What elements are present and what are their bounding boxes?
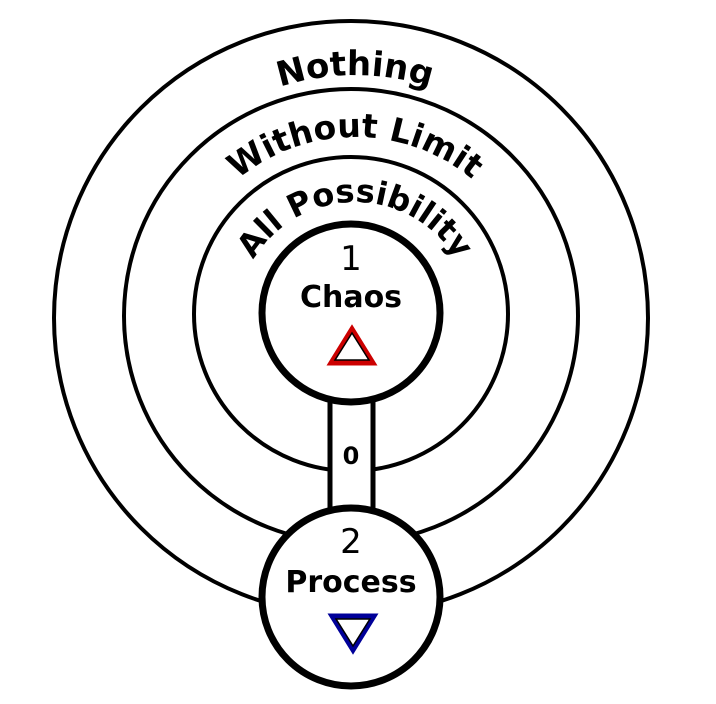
up-triangle-icon	[326, 324, 378, 366]
node-process-circle	[258, 504, 444, 690]
middle-ring-label: Without Limit	[220, 106, 491, 186]
down-triangle-icon	[327, 613, 379, 655]
node-process-label: Process	[285, 565, 416, 600]
link-label: 0	[343, 442, 360, 470]
link-bar	[327, 383, 376, 529]
down-triangle-icon-inner	[334, 618, 372, 648]
node-chaos-label: Chaos	[300, 280, 402, 315]
up-triangle-icon-inner	[333, 331, 371, 361]
node-process: 2 Process	[258, 504, 444, 690]
node-process-number: 2	[340, 522, 362, 562]
node-chaos-circle	[258, 220, 444, 406]
node-chaos: 1 Chaos	[258, 220, 444, 406]
node-chaos-number: 1	[340, 239, 362, 279]
